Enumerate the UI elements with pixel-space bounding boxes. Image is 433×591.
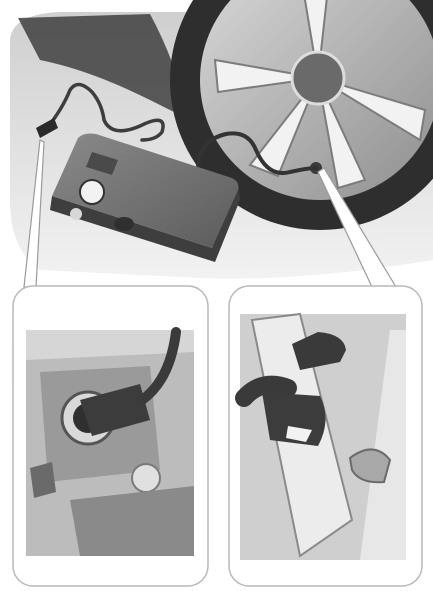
detail-panel-power-socket (13, 286, 208, 586)
main-scene (10, 0, 433, 287)
power-button-icon (70, 208, 82, 220)
warning-label-icon (30, 462, 56, 498)
connector-port-icon (114, 217, 134, 231)
wheel-hub (292, 52, 344, 104)
detail-panel-valve-connector (229, 286, 422, 586)
pressure-gauge-icon (80, 180, 104, 204)
spare-connector-icon (132, 464, 160, 492)
